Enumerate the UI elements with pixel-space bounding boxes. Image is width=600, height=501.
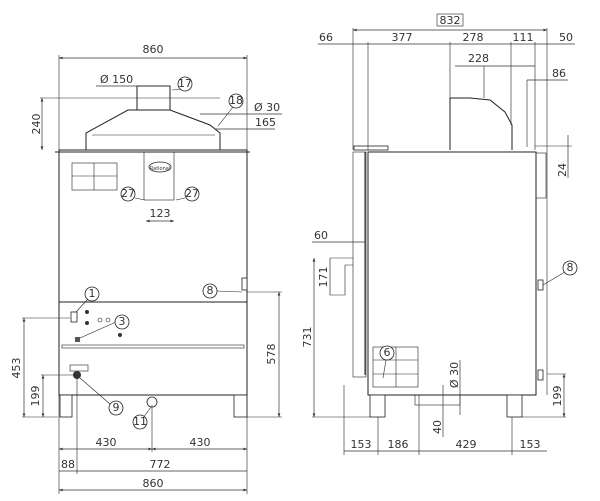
- callout-6: 6: [384, 346, 391, 359]
- flue-duct: [143, 151, 175, 201]
- dim-278: 278: [463, 31, 484, 44]
- dim-772: 772: [150, 458, 171, 471]
- dim-430-right: 430: [190, 436, 211, 449]
- dim-60: 60: [314, 229, 328, 242]
- front-view: Rational 860 Ø 150 240 Ø 30 165 123 453: [10, 43, 282, 494]
- dim-flue-diameter: Ø 150: [100, 73, 133, 86]
- callout-3: 3: [119, 315, 126, 328]
- component-8: [241, 277, 248, 291]
- dim-186: 186: [388, 438, 409, 451]
- door-handle-top: [353, 145, 389, 151]
- dim-153-front: 153: [520, 438, 541, 451]
- side-body: [367, 151, 537, 396]
- dim-50: 50: [559, 31, 573, 44]
- connection-9: [73, 371, 81, 379]
- dim-578: 578: [265, 344, 278, 365]
- callout-18: 18: [229, 94, 243, 107]
- dim-453: 453: [10, 358, 23, 379]
- foot-right: [233, 394, 248, 418]
- door: [352, 151, 367, 378]
- dim-731: 731: [301, 327, 314, 348]
- logo-text: Rational: [150, 166, 170, 172]
- logo: [148, 161, 172, 173]
- callout-27-right: 27: [185, 187, 199, 200]
- dim-199-side: 199: [551, 386, 564, 407]
- foot-rear: [369, 394, 386, 418]
- dim-377: 377: [392, 31, 413, 44]
- dim-240: 240: [30, 114, 43, 135]
- callout-11: 11: [133, 415, 147, 428]
- dim-199: 199: [29, 386, 42, 407]
- dim-88: 88: [61, 458, 75, 471]
- dim-123: 123: [150, 207, 171, 220]
- dim-832: 832: [440, 14, 461, 27]
- panel-bar: [61, 344, 245, 349]
- foot-front: [506, 394, 523, 418]
- dim-diameter-30: Ø 30: [448, 362, 461, 388]
- dim-860-bottom: 860: [143, 477, 164, 490]
- drain-pipe: [414, 394, 461, 406]
- vent-grid: [71, 162, 118, 191]
- side-view: 832 66 377 278 111 50 228 86 24 60 171 7…: [301, 13, 578, 455]
- hood: [85, 109, 221, 150]
- callouts-side: 8 6: [379, 260, 578, 379]
- dim-430-left: 430: [96, 436, 117, 449]
- label-plate: [69, 364, 89, 372]
- dim-pipe-diameter: Ø 30: [254, 101, 280, 114]
- callouts-front: 17 18 27 27 1 3 8 9 11: [75, 76, 244, 430]
- callout-27-left: 27: [121, 187, 135, 200]
- dim-171: 171: [317, 267, 330, 288]
- callout-8-side: 8: [567, 261, 574, 274]
- foot-left: [59, 394, 73, 418]
- callout-9: 9: [113, 401, 120, 414]
- dim-153-rear: 153: [351, 438, 372, 451]
- dim-40: 40: [431, 420, 444, 434]
- front-body: [58, 149, 248, 396]
- callout-17: 17: [178, 77, 192, 90]
- vent-grid-side: [372, 346, 419, 388]
- dim-228: 228: [468, 52, 489, 65]
- dim-24: 24: [556, 163, 569, 177]
- dim-111: 111: [513, 31, 534, 44]
- hood-side: [449, 97, 513, 150]
- side-panel: [535, 152, 547, 199]
- dim-165: 165: [255, 116, 276, 129]
- dim-860-top: 860: [143, 43, 164, 56]
- callout-1: 1: [89, 287, 96, 300]
- component-1: [70, 311, 78, 323]
- dim-86: 86: [552, 67, 566, 80]
- callout-8-front: 8: [207, 284, 214, 297]
- dim-66: 66: [319, 31, 333, 44]
- dim-429: 429: [456, 438, 477, 451]
